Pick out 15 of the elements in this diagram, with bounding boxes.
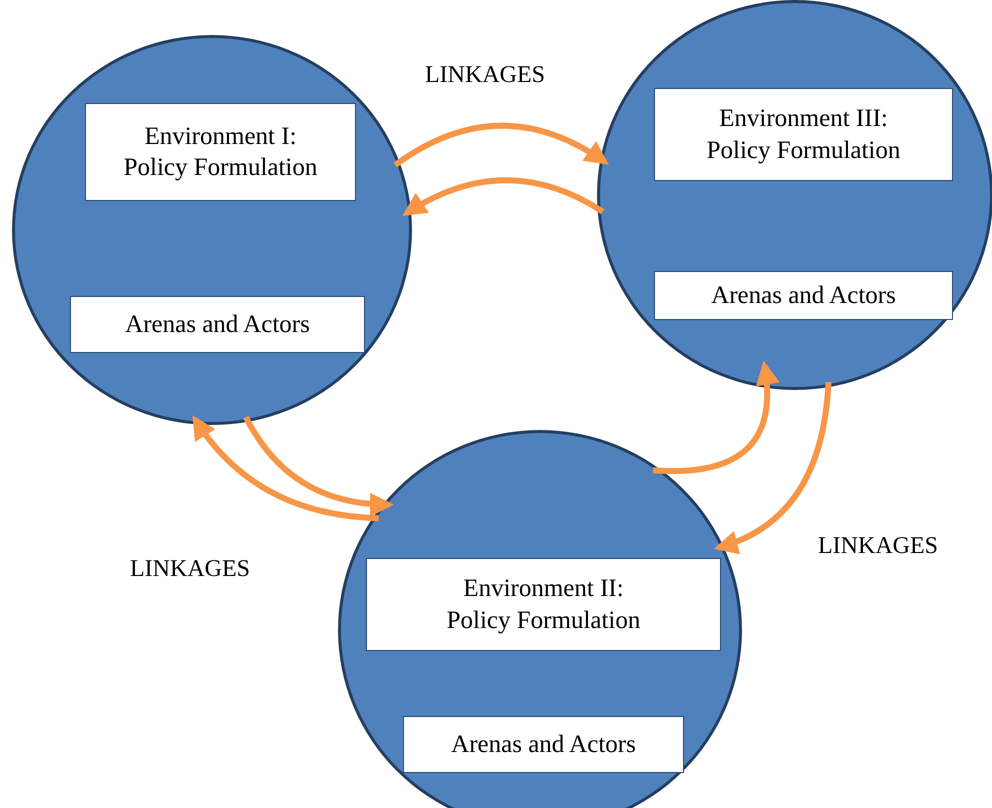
curved-arrow bbox=[243, 416, 394, 516]
text-box: Arenas and Actors bbox=[403, 716, 684, 773]
text-box: Arenas and Actors bbox=[654, 271, 953, 320]
linkage-label: LINKAGES bbox=[130, 556, 250, 583]
curved-arrow bbox=[714, 382, 832, 554]
linkage-label: LINKAGES bbox=[818, 533, 938, 560]
text-box: Environment III: Policy Formulation bbox=[654, 88, 953, 181]
text-box: Arenas and Actors bbox=[70, 296, 365, 353]
curved-arrow bbox=[652, 360, 779, 474]
curved-arrow bbox=[394, 122, 609, 168]
curved-arrow bbox=[192, 415, 379, 522]
text-box: Environment I: Policy Formulation bbox=[85, 103, 356, 201]
curved-arrow bbox=[402, 177, 604, 216]
linkage-label: LINKAGES bbox=[425, 62, 545, 89]
text-box: Environment II: Policy Formulation bbox=[366, 558, 721, 651]
